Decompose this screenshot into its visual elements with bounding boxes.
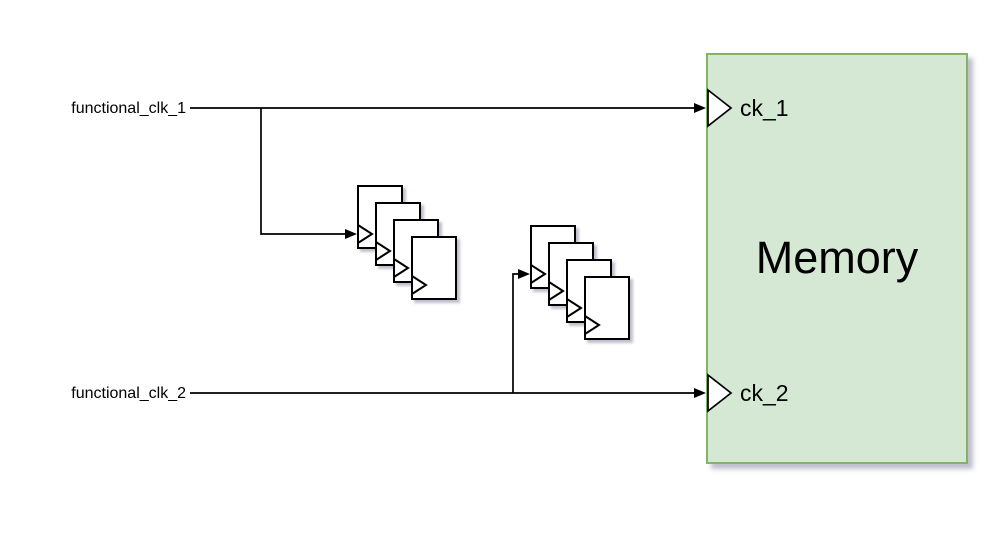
memory-title: Memory: [756, 232, 919, 283]
flipflop-card: [411, 236, 457, 300]
memory-block: ck_1 ck_2 Memory: [706, 53, 968, 464]
arrowhead-ck1-icon: [694, 103, 706, 113]
flipflop-stack-1: [357, 185, 457, 300]
input-label-functional-clk-2: functional_clk_2: [71, 385, 186, 402]
ck2-port-label: ck_2: [740, 380, 789, 406]
ck1-port-label: ck_1: [740, 95, 789, 121]
flipflop-stack-2: [530, 225, 630, 340]
memory-block-body: [706, 53, 968, 464]
wire-functional-clk-2-branch: [512, 273, 518, 393]
arrowhead-stack2-icon: [518, 269, 530, 279]
arrowhead-stack1-icon: [345, 229, 357, 239]
ck1-port-triangle-icon: [707, 88, 733, 128]
ck2-port-triangle-icon: [707, 373, 733, 413]
arrowhead-ck2-icon: [694, 388, 706, 398]
wire-functional-clk-1-branch: [260, 108, 345, 235]
input-label-functional-clk-1: functional_clk_1: [71, 100, 186, 117]
flipflop-card: [584, 276, 630, 340]
